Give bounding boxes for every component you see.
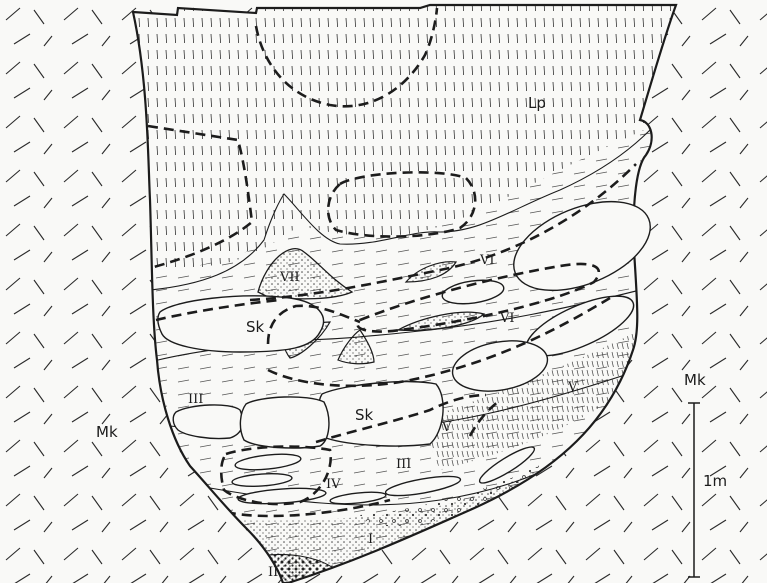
scale-bar-label: 1m [703,472,727,490]
label-sk-lower: Sk [355,406,374,424]
label-mk-right: Mk [684,371,706,389]
label-iv: IV [326,477,341,492]
label-lp: Lp [528,94,546,112]
label-vi-upper: VI [479,253,495,268]
label-v-left: V [441,420,452,435]
label-mk-left: Mk [96,423,118,441]
label-sk-upper: Sk [246,318,265,336]
label-v-right: V [567,380,578,395]
label-ii: II [268,565,278,580]
label-vii: VII [279,270,300,285]
label-iii-right: III [396,457,411,472]
label-iii-left: III [188,392,203,407]
clast-left-lower [173,405,243,439]
clast-mid-lower [240,397,329,448]
label-i: I [368,532,373,547]
label-vi-lower: VI [499,311,515,326]
